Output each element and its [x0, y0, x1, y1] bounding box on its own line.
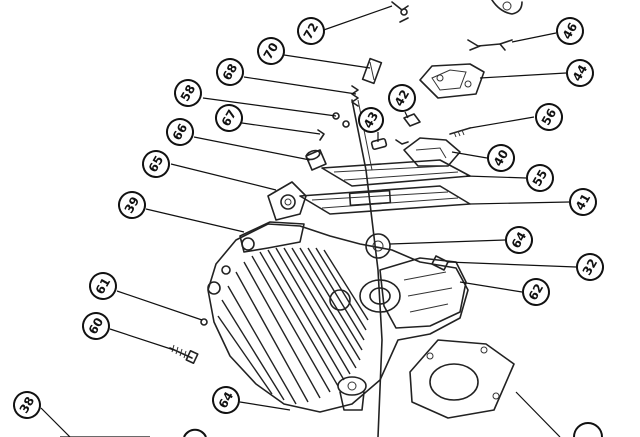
callout-41: 41 — [569, 188, 597, 216]
callout-58: 58 — [174, 79, 202, 107]
callout-39: 39 — [118, 191, 146, 219]
part-control-rod — [351, 99, 383, 437]
callout-46: 46 — [556, 17, 584, 45]
callout-64-upper: 64 — [505, 226, 533, 254]
part-70 — [361, 57, 383, 85]
parts-drawing — [169, 0, 523, 437]
callout-62: 62 — [522, 278, 550, 306]
callout-60: 60 — [82, 312, 110, 340]
part-55 — [321, 159, 471, 187]
part-gasket-bottom — [409, 339, 515, 419]
part-61 — [200, 318, 208, 326]
callout-44: 44 — [566, 59, 594, 87]
callout-64-lower: 64 — [212, 386, 240, 414]
part-top-right-fragment — [491, 0, 523, 15]
callouts: 72 46 70 68 44 58 42 67 — [13, 17, 604, 437]
part-44 — [419, 63, 485, 99]
part-40 — [403, 137, 461, 167]
part-32 — [431, 255, 449, 271]
callout-68: 68 — [216, 58, 244, 86]
part-42 — [403, 113, 421, 127]
callout-66: 66 — [166, 118, 194, 146]
callout-38: 38 — [13, 391, 41, 419]
leader-lines — [40, 5, 577, 437]
cooling-fins — [217, 247, 369, 405]
callout-56: 56 — [535, 103, 563, 131]
part-39-main-body — [207, 221, 469, 413]
callout-55: 55 — [526, 164, 554, 192]
callout-partial-bottom-right — [573, 422, 603, 437]
callout-67: 67 — [215, 104, 243, 132]
callout-32: 32 — [576, 253, 604, 281]
callout-70: 70 — [257, 37, 285, 65]
part-66 — [305, 149, 327, 171]
callout-72: 72 — [297, 17, 325, 45]
part-58 — [332, 112, 350, 128]
part-65 — [267, 181, 307, 221]
part-60 — [169, 344, 199, 365]
callout-40: 40 — [487, 144, 515, 172]
part-41 — [299, 185, 471, 215]
callout-partial-bottom-left — [183, 428, 207, 437]
callout-42: 42 — [388, 84, 416, 112]
callout-61: 61 — [89, 272, 117, 300]
part-56 — [449, 127, 471, 138]
callout-43: 43 — [358, 107, 384, 133]
callout-65: 65 — [142, 150, 170, 178]
part-67 — [317, 129, 325, 141]
part-64-upper — [365, 233, 391, 259]
part-46 — [467, 39, 513, 51]
part-72 — [391, 1, 409, 23]
part-43 — [370, 137, 409, 151]
